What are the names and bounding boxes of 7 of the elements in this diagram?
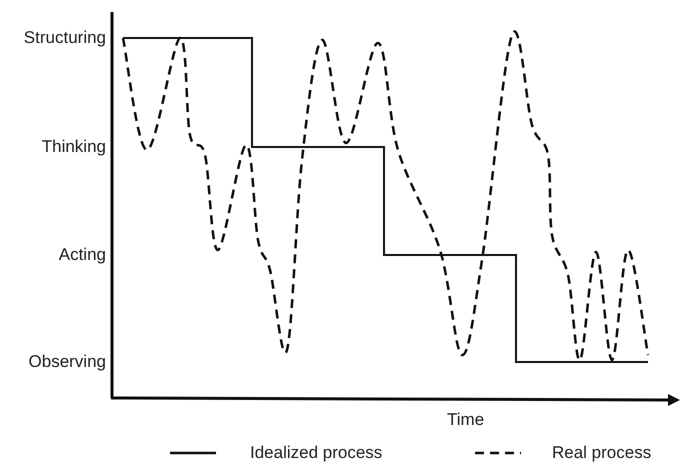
legend-label: Idealized process	[250, 442, 382, 464]
legend-label: Real process	[552, 442, 652, 464]
axis-category-label: Structuring	[24, 27, 106, 49]
axis-category-label: Acting	[58, 244, 106, 266]
axis-category-label: Observing	[28, 351, 106, 373]
axis-title: Time	[447, 409, 484, 431]
axis-category-label: Thinking	[42, 136, 106, 158]
